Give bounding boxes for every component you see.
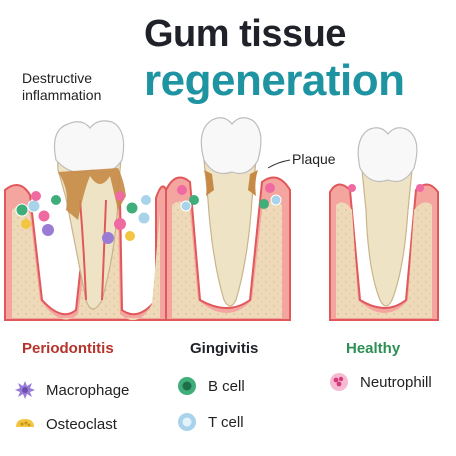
neutrophil-icon <box>330 373 348 391</box>
macrophage-icon <box>15 381 35 399</box>
gingivitis-tooth <box>165 117 291 321</box>
legend-neutrophil-label: Neutrophill <box>360 373 432 391</box>
legend-neutrophil: Neutrophill <box>328 370 432 394</box>
legend-t-cell-label: T cell <box>208 413 244 431</box>
b-cell-icon <box>178 377 196 395</box>
legend-b-cell: B cell <box>176 374 245 398</box>
legend-macrophage: Macrophage <box>14 378 129 402</box>
legend-osteoclast: Osteoclast <box>14 412 117 436</box>
stage-periodontitis: Periodontitis <box>22 340 114 357</box>
stage-periodontitis-label: Periodontitis <box>22 340 114 357</box>
stage-healthy-label: Healthy <box>346 340 401 357</box>
stage-gingivitis: Gingivitis <box>190 340 258 357</box>
periodontitis-tooth <box>4 120 167 321</box>
destructive-inflammation-note: Destructive inflammation <box>22 70 101 104</box>
title-line-1: Gum tissue <box>144 13 346 55</box>
stage-healthy: Healthy <box>346 340 400 357</box>
plaque-label: Plaque <box>292 151 336 167</box>
osteoclast-icon <box>16 419 34 427</box>
stage-gingivitis-label: Gingivitis <box>190 340 259 357</box>
legend-b-cell-label: B cell <box>208 377 245 395</box>
t-cell-icon <box>178 413 196 431</box>
legend-osteoclast-label: Osteoclast <box>46 415 117 433</box>
legend-t-cell: T cell <box>176 410 244 434</box>
note-line-1: Destructive <box>22 70 93 86</box>
note-line-2: inflammation <box>22 87 102 103</box>
healthy-tooth <box>329 127 439 321</box>
title-line-2: regeneration <box>144 56 405 105</box>
legend-macrophage-label: Macrophage <box>46 381 130 399</box>
